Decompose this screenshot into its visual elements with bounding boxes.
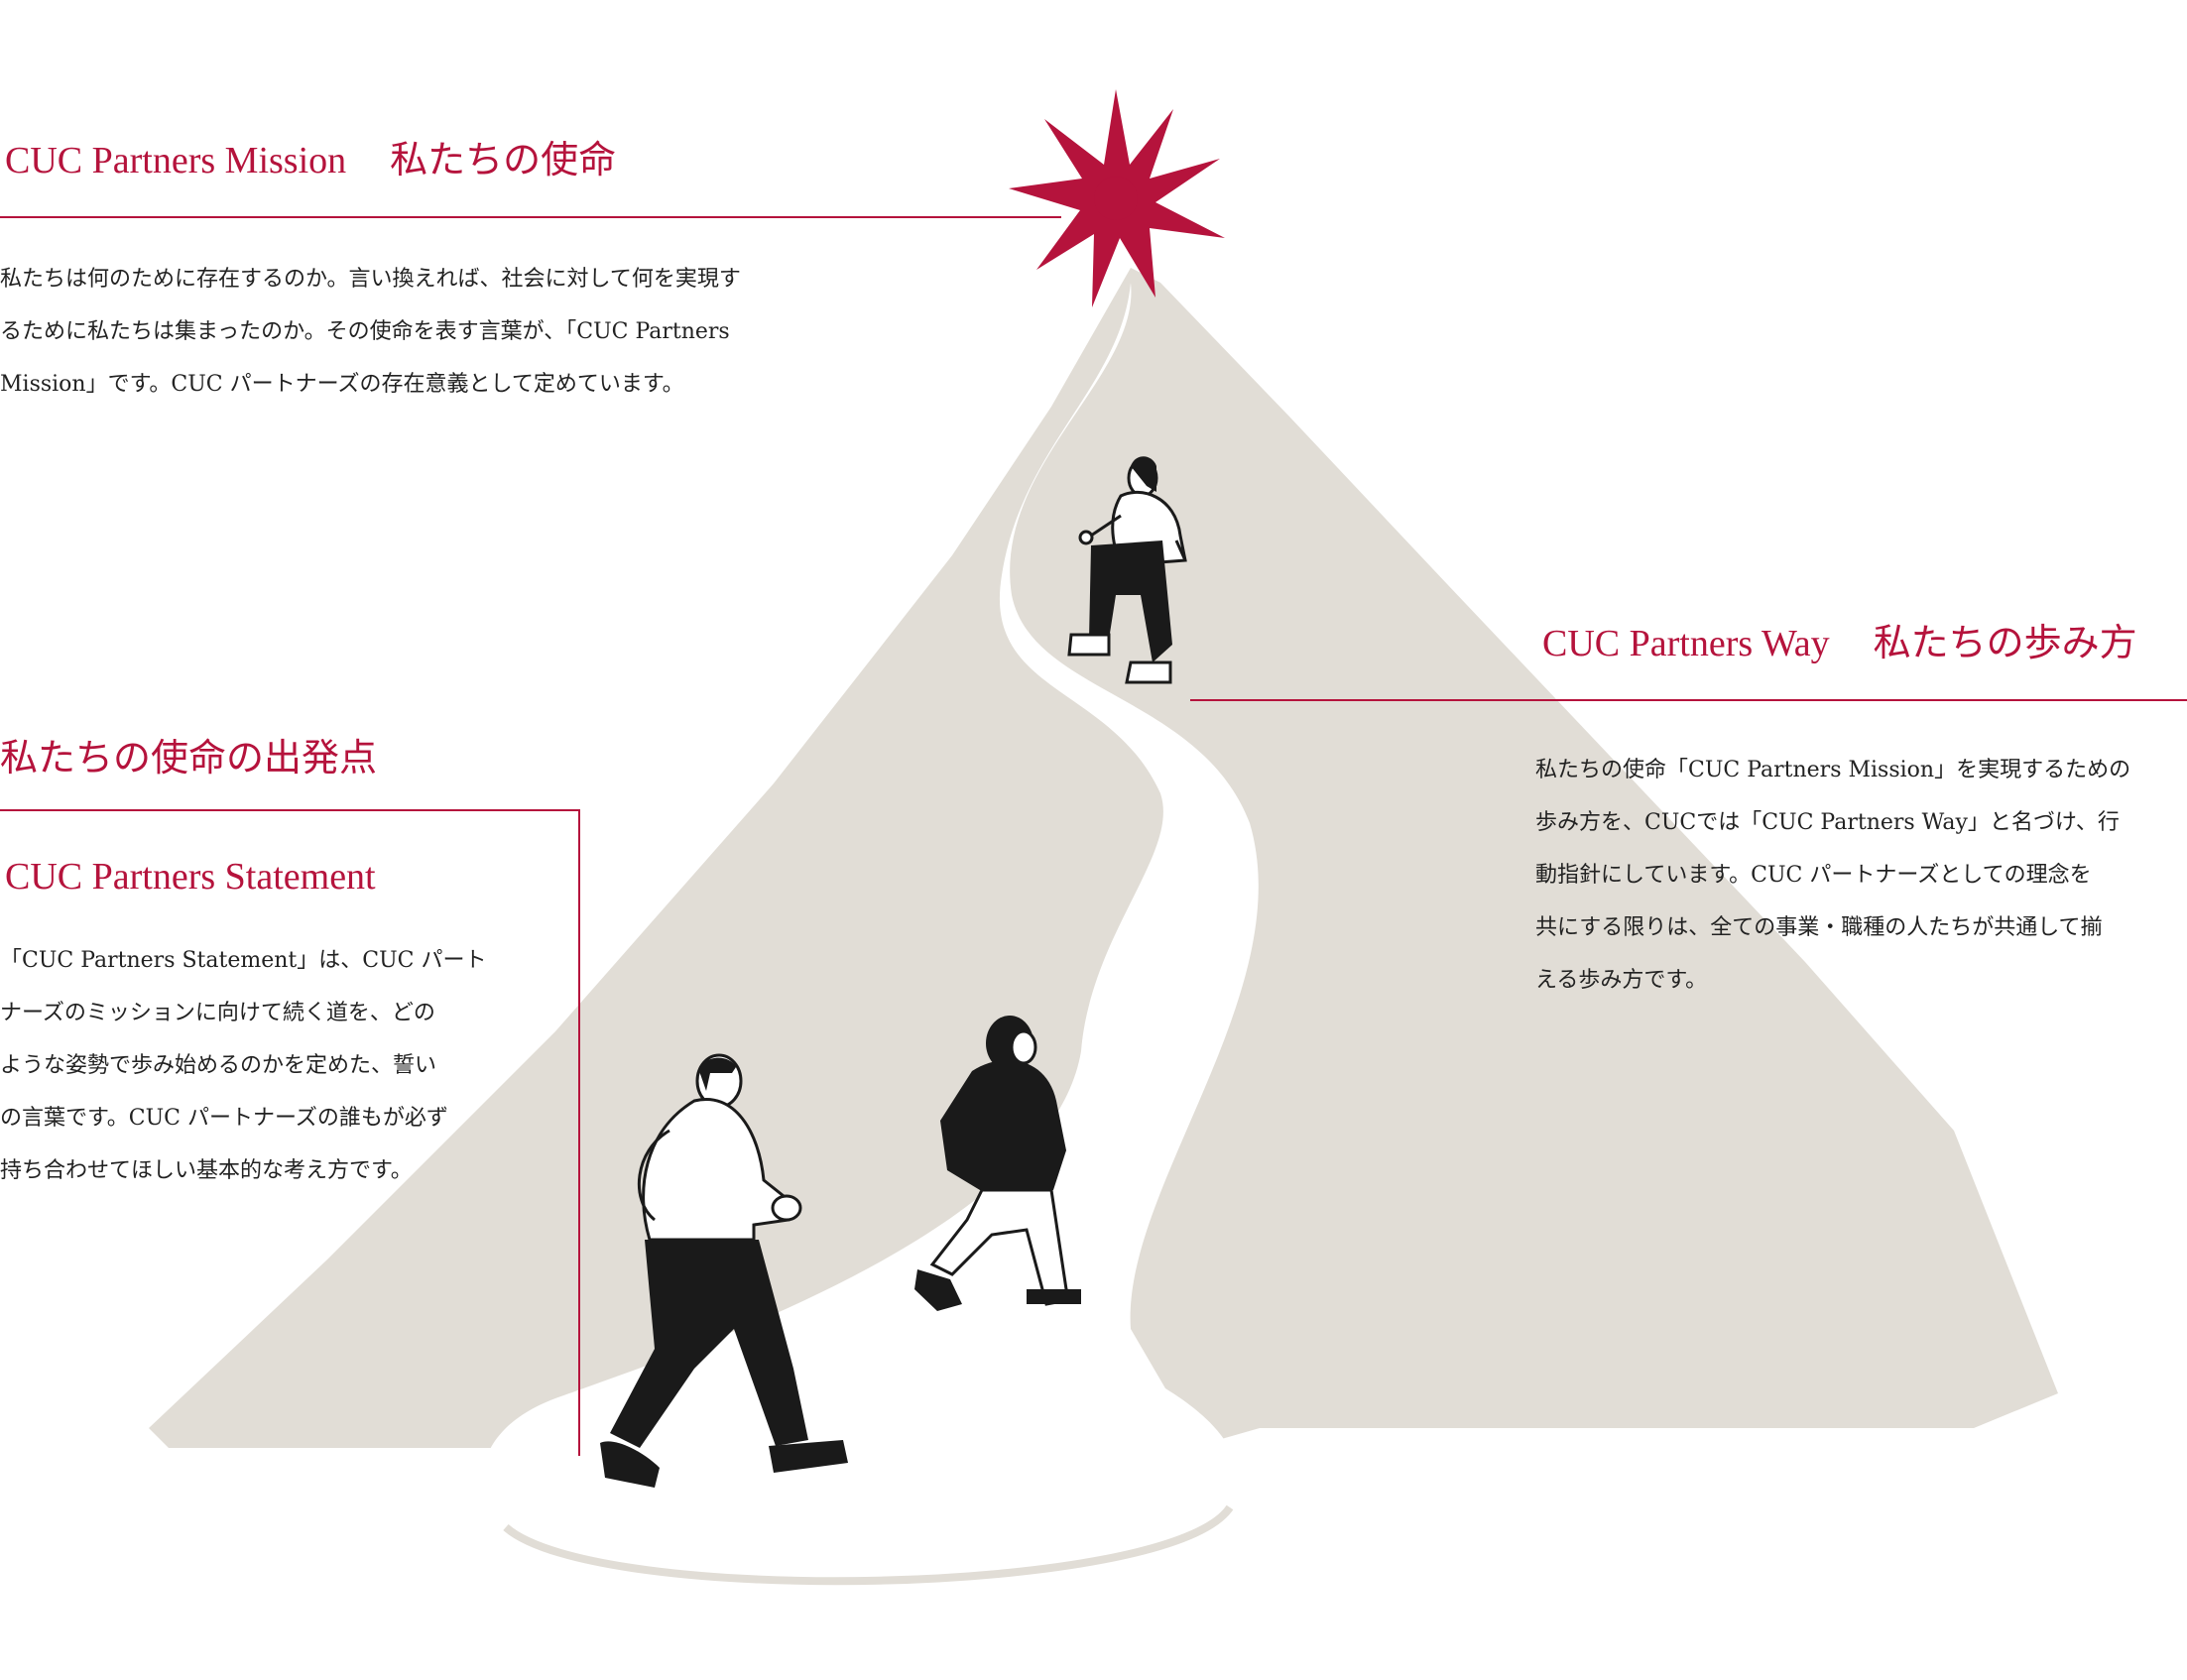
statement-vrule xyxy=(578,809,580,1456)
walker-front xyxy=(600,1053,848,1488)
way-heading: CUC Partners Way 私たちの歩み方 xyxy=(1542,612,2137,666)
star-icon xyxy=(1009,89,1225,307)
statement-line: 「CUC Partners Statement」は、CUC パート xyxy=(0,948,487,973)
climber-top xyxy=(1067,456,1187,684)
statement-line: 持ち合わせてほしい基本的な考え方です。 xyxy=(0,1158,413,1183)
origin-heading: 私たちの使命の出発点 xyxy=(0,738,378,780)
mission-line: 私たちは何のために存在するのか。言い換えれば、社会に対して何を実現す xyxy=(0,267,741,292)
statement-rule xyxy=(0,809,580,811)
way-title-en: CUC Partners Way xyxy=(1542,623,1830,664)
mountain-shape xyxy=(149,268,2058,1448)
statement-text: 「CUC Partners Statement」は、CUC パート ナーズのミッ… xyxy=(0,934,486,1197)
way-title-jp: 私たちの歩み方 xyxy=(1873,621,2137,664)
way-line: える歩み方です。 xyxy=(1535,968,1708,993)
statement-line: ナーズのミッションに向けて続く道を、どの xyxy=(0,1001,435,1025)
way-line: 共にする限りは、全ての事業・職種の人たちが共通して揃 xyxy=(1535,915,2103,940)
mission-rule xyxy=(0,216,1061,218)
mission-line: Mission」です。CUC パートナーズの存在意義として定めています。 xyxy=(0,372,684,397)
walker-dark xyxy=(914,1016,1081,1311)
way-text: 私たちの使命「CUC Partners Mission」を実現するための 歩み方… xyxy=(1535,744,2130,1007)
path-edge xyxy=(503,1504,1234,1586)
mission-title-jp: 私たちの使命 xyxy=(390,138,617,181)
way-line: 動指針にしています。CUC パートナーズとしての理念を xyxy=(1535,863,2092,888)
way-rule xyxy=(1190,699,2187,701)
mission-line: るために私たちは集まったのか。その使命を表す言葉が、「CUC Partners xyxy=(0,319,730,344)
way-line: 私たちの使命「CUC Partners Mission」を実現するための xyxy=(1535,758,2131,782)
statement-line: ような姿勢で歩み始めるのかを定めた、誓い xyxy=(0,1053,437,1078)
statement-line: の言葉です。CUC パートナーズの誰もが必ず xyxy=(0,1106,448,1131)
winding-path xyxy=(483,283,1259,1582)
way-line: 歩み方を、CUCでは「CUC Partners Way」と名づけ、行 xyxy=(1535,810,2120,835)
mission-heading: CUC Partners Mission 私たちの使命 xyxy=(5,129,616,183)
mission-text: 私たちは何のために存在するのか。言い換えれば、社会に対して何を実現す るために私… xyxy=(0,253,741,411)
statement-heading: CUC Partners Statement xyxy=(5,856,376,898)
mission-title-en: CUC Partners Mission xyxy=(5,140,347,181)
